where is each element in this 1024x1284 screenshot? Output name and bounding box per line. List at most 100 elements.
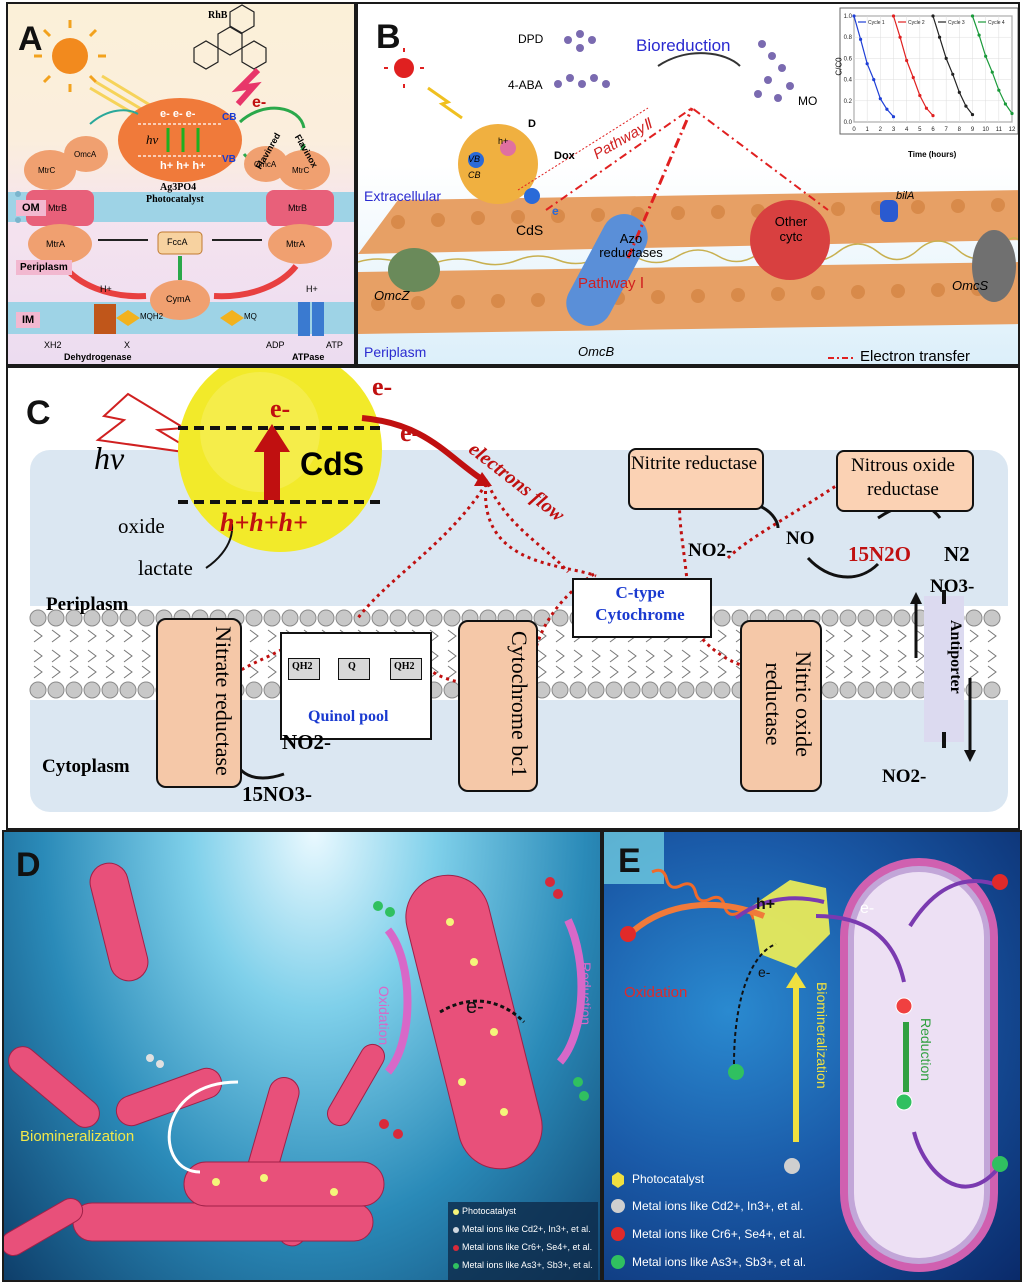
lipid-head	[983, 609, 1001, 627]
lipid-tail	[69, 665, 79, 679]
lipid-tail	[879, 665, 889, 679]
n15-nitrate-label: 15NO3-	[242, 782, 312, 806]
nitrous-reductase-label: Nitrous oxide reductase	[851, 455, 955, 500]
inset-ylabel: C/C0	[834, 57, 844, 76]
cell-membrane	[840, 858, 998, 1272]
mtrc-left: MtrC	[38, 166, 56, 175]
data-point	[872, 78, 876, 82]
qh2-right-box	[390, 658, 422, 680]
lipid-head	[371, 609, 389, 627]
lipid-tail	[537, 649, 547, 663]
e-legend-item: Metal ions like As3+, Sb3+, et al.	[632, 1255, 807, 1269]
nitric-reductase-label: Nitric oxide reductase	[761, 651, 816, 757]
quinol-pool-label: Quinol pool	[308, 708, 389, 725]
lipid-head	[119, 609, 137, 627]
hole-label: h+	[498, 136, 509, 146]
lipid-tail	[861, 665, 871, 679]
x-tick-label: 5	[918, 127, 922, 133]
lipid-tail	[897, 665, 907, 679]
large-bacterium	[405, 874, 543, 1170]
lipid-tail	[861, 649, 871, 663]
lipid-tail	[699, 649, 709, 663]
lipid-tail	[681, 665, 691, 679]
lipid-tail	[843, 629, 853, 643]
bacterium-cell	[115, 1067, 223, 1127]
lipid-head	[965, 609, 983, 627]
hv-label: hν	[146, 132, 159, 147]
legend-electron-transfer: Electron transfer	[860, 348, 971, 365]
lipid-tail	[447, 665, 457, 679]
d-legend-item: Metal ions like As3+, Sb3+, et al.	[462, 1260, 593, 1270]
lipid-tail	[447, 629, 457, 643]
panel-e: E h+ e- e- Oxidation Biomineralization R…	[602, 830, 1022, 1282]
electrons-row: e- e- e-	[160, 108, 196, 120]
data-point	[970, 112, 975, 117]
bacterium-cell	[327, 1043, 385, 1127]
cb-label: CB	[468, 170, 481, 180]
e-reduction-label: Reduction	[918, 1018, 934, 1082]
lipid-tail	[141, 665, 151, 679]
lipid-tail	[141, 649, 151, 663]
lipid-head	[623, 681, 641, 699]
lipid-tail	[555, 649, 565, 663]
vb-label: VB	[468, 154, 481, 164]
data-point	[984, 54, 988, 58]
lipid-head	[677, 681, 695, 699]
panel-e-label: E	[618, 842, 641, 880]
data-point	[891, 115, 896, 119]
data-point	[1010, 111, 1014, 116]
lipid-tail	[591, 665, 601, 679]
nitrite-label: NO2-	[688, 540, 733, 561]
antiporter-label: Antiporter	[947, 620, 964, 694]
lipid-tail	[51, 629, 61, 643]
lipid-head	[839, 609, 857, 627]
lipid-tail	[573, 665, 583, 679]
nitric-reductase-box	[740, 620, 822, 792]
lipid-tail	[969, 649, 979, 663]
inset-xlabel: Time (hours)	[908, 150, 957, 159]
x-tick-label: 11	[996, 127, 1003, 133]
holes-row: h+ h+ h+	[160, 160, 206, 172]
ag3po4-particle	[118, 98, 242, 182]
mqh2-label: MQH2	[140, 312, 164, 321]
lipid-head	[65, 681, 83, 699]
nitrite-product-label: NO2-	[282, 730, 331, 754]
d-biomineralization-label: Biomineralization	[20, 1128, 135, 1145]
lipid-head	[605, 681, 623, 699]
d-electron-label: e-	[466, 996, 484, 1018]
panel-e-graphic	[604, 832, 1008, 1272]
mtrc-right: MtrC	[292, 166, 310, 175]
lipid-tail	[573, 649, 583, 663]
panel-d: D e- Oxidation Reduction Biomineralizati…	[2, 830, 602, 1282]
lipid-tail	[141, 629, 151, 643]
d-legend-item: Metal ions like Cd2+, In3+, et al.	[462, 1224, 591, 1234]
lipid-tail	[843, 649, 853, 663]
lipid-tail	[555, 665, 565, 679]
nitrous-reductase-box	[836, 450, 974, 512]
catalyst-name: Ag3PO4	[160, 182, 197, 193]
lipid-tail	[123, 629, 133, 643]
cds-label: CdS	[516, 222, 544, 238]
photocatalyst-crystal	[752, 880, 830, 968]
nitrite-reductase-box	[628, 448, 764, 510]
outer-membrane	[358, 190, 1018, 334]
lipid-tail	[645, 665, 655, 679]
mtra-right: MtrA	[286, 239, 305, 249]
lipid-head	[83, 609, 101, 627]
lipid-tail	[105, 629, 115, 643]
periplasm-label: Periplasm	[46, 594, 129, 615]
cds-label: CdS	[300, 446, 364, 482]
data-point	[944, 56, 948, 61]
d-legend-item: Photocatalyst	[462, 1206, 517, 1216]
lipid-head	[443, 609, 461, 627]
lipid-tail	[879, 629, 889, 643]
bacterium-cell	[89, 862, 149, 982]
cytochrome-bc1-label: Cytochrome bc1	[507, 630, 532, 778]
lipid-head	[551, 609, 569, 627]
lipid-head	[821, 609, 839, 627]
data-point	[977, 33, 981, 37]
panel-a: A RhB e- CB VB hν e- e- e- h+ h+ h+ Ag3P…	[6, 2, 356, 366]
e-legend-item: Metal ions like Cr6+, Se4+, et al.	[632, 1227, 806, 1241]
lipid-tail	[591, 649, 601, 663]
lipid-head	[857, 681, 875, 699]
